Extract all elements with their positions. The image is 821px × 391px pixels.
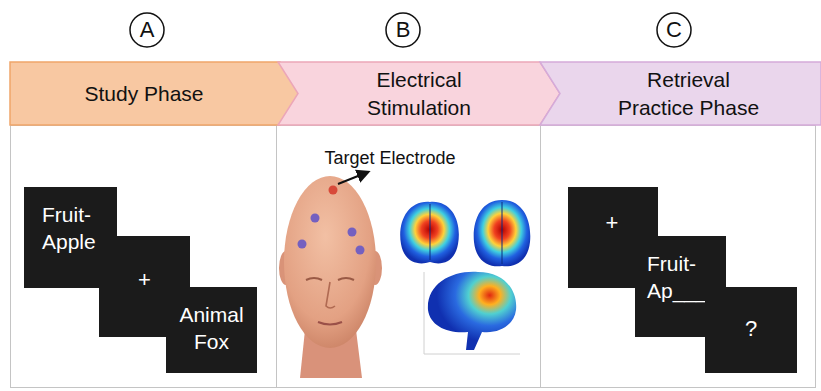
card-text: Fruit- Ap___	[647, 250, 709, 305]
card-text: ?	[705, 315, 797, 344]
circle-outline	[386, 13, 420, 47]
phase-banner: Retrieval Practice Phase	[540, 62, 821, 125]
panel-letter: B	[396, 16, 411, 45]
circle-outline	[130, 13, 164, 47]
head-model	[279, 172, 382, 378]
chevron-outline	[278, 62, 560, 125]
brain-maps	[400, 200, 530, 354]
fissure	[502, 202, 503, 264]
phase-banner: Electrical Stimulation	[278, 62, 560, 125]
panel-letter-circle: B	[385, 12, 421, 48]
chevron-outline	[540, 62, 821, 125]
mouth	[318, 322, 342, 325]
brain-top-view	[474, 200, 531, 266]
electrode	[356, 246, 365, 255]
phase-banner: Study Phase	[10, 62, 300, 125]
phase-title: Study Phase	[84, 80, 203, 107]
brain-front-view	[400, 202, 459, 264]
eyes	[306, 278, 354, 280]
electrode	[298, 240, 307, 249]
panel-letter: C	[666, 16, 682, 45]
leader-arrow	[338, 172, 368, 184]
frame-line	[424, 272, 425, 354]
head-outline	[284, 176, 376, 348]
chevron-outline	[10, 62, 300, 125]
panel-letter-circle: A	[129, 12, 165, 48]
card-text: Animal Fox	[166, 301, 257, 356]
electrode	[348, 228, 357, 237]
phase-title: Retrieval Practice Phase	[609, 66, 769, 121]
phase-title: Electrical Stimulation	[344, 66, 494, 121]
electrode	[311, 214, 320, 223]
frame-line	[424, 354, 520, 355]
target-electrode	[329, 186, 338, 195]
panel-letter-circle: C	[656, 12, 692, 48]
nose	[326, 282, 335, 308]
stimulus-card: ?	[705, 287, 797, 373]
panel-letter: A	[140, 16, 155, 45]
fissure	[430, 204, 431, 260]
stimulus-card: Animal Fox	[166, 287, 257, 373]
card-text: +	[568, 209, 656, 238]
callout-label: Target Electrode	[300, 148, 480, 170]
circle-outline	[657, 13, 691, 47]
brain-side-view	[428, 272, 516, 350]
